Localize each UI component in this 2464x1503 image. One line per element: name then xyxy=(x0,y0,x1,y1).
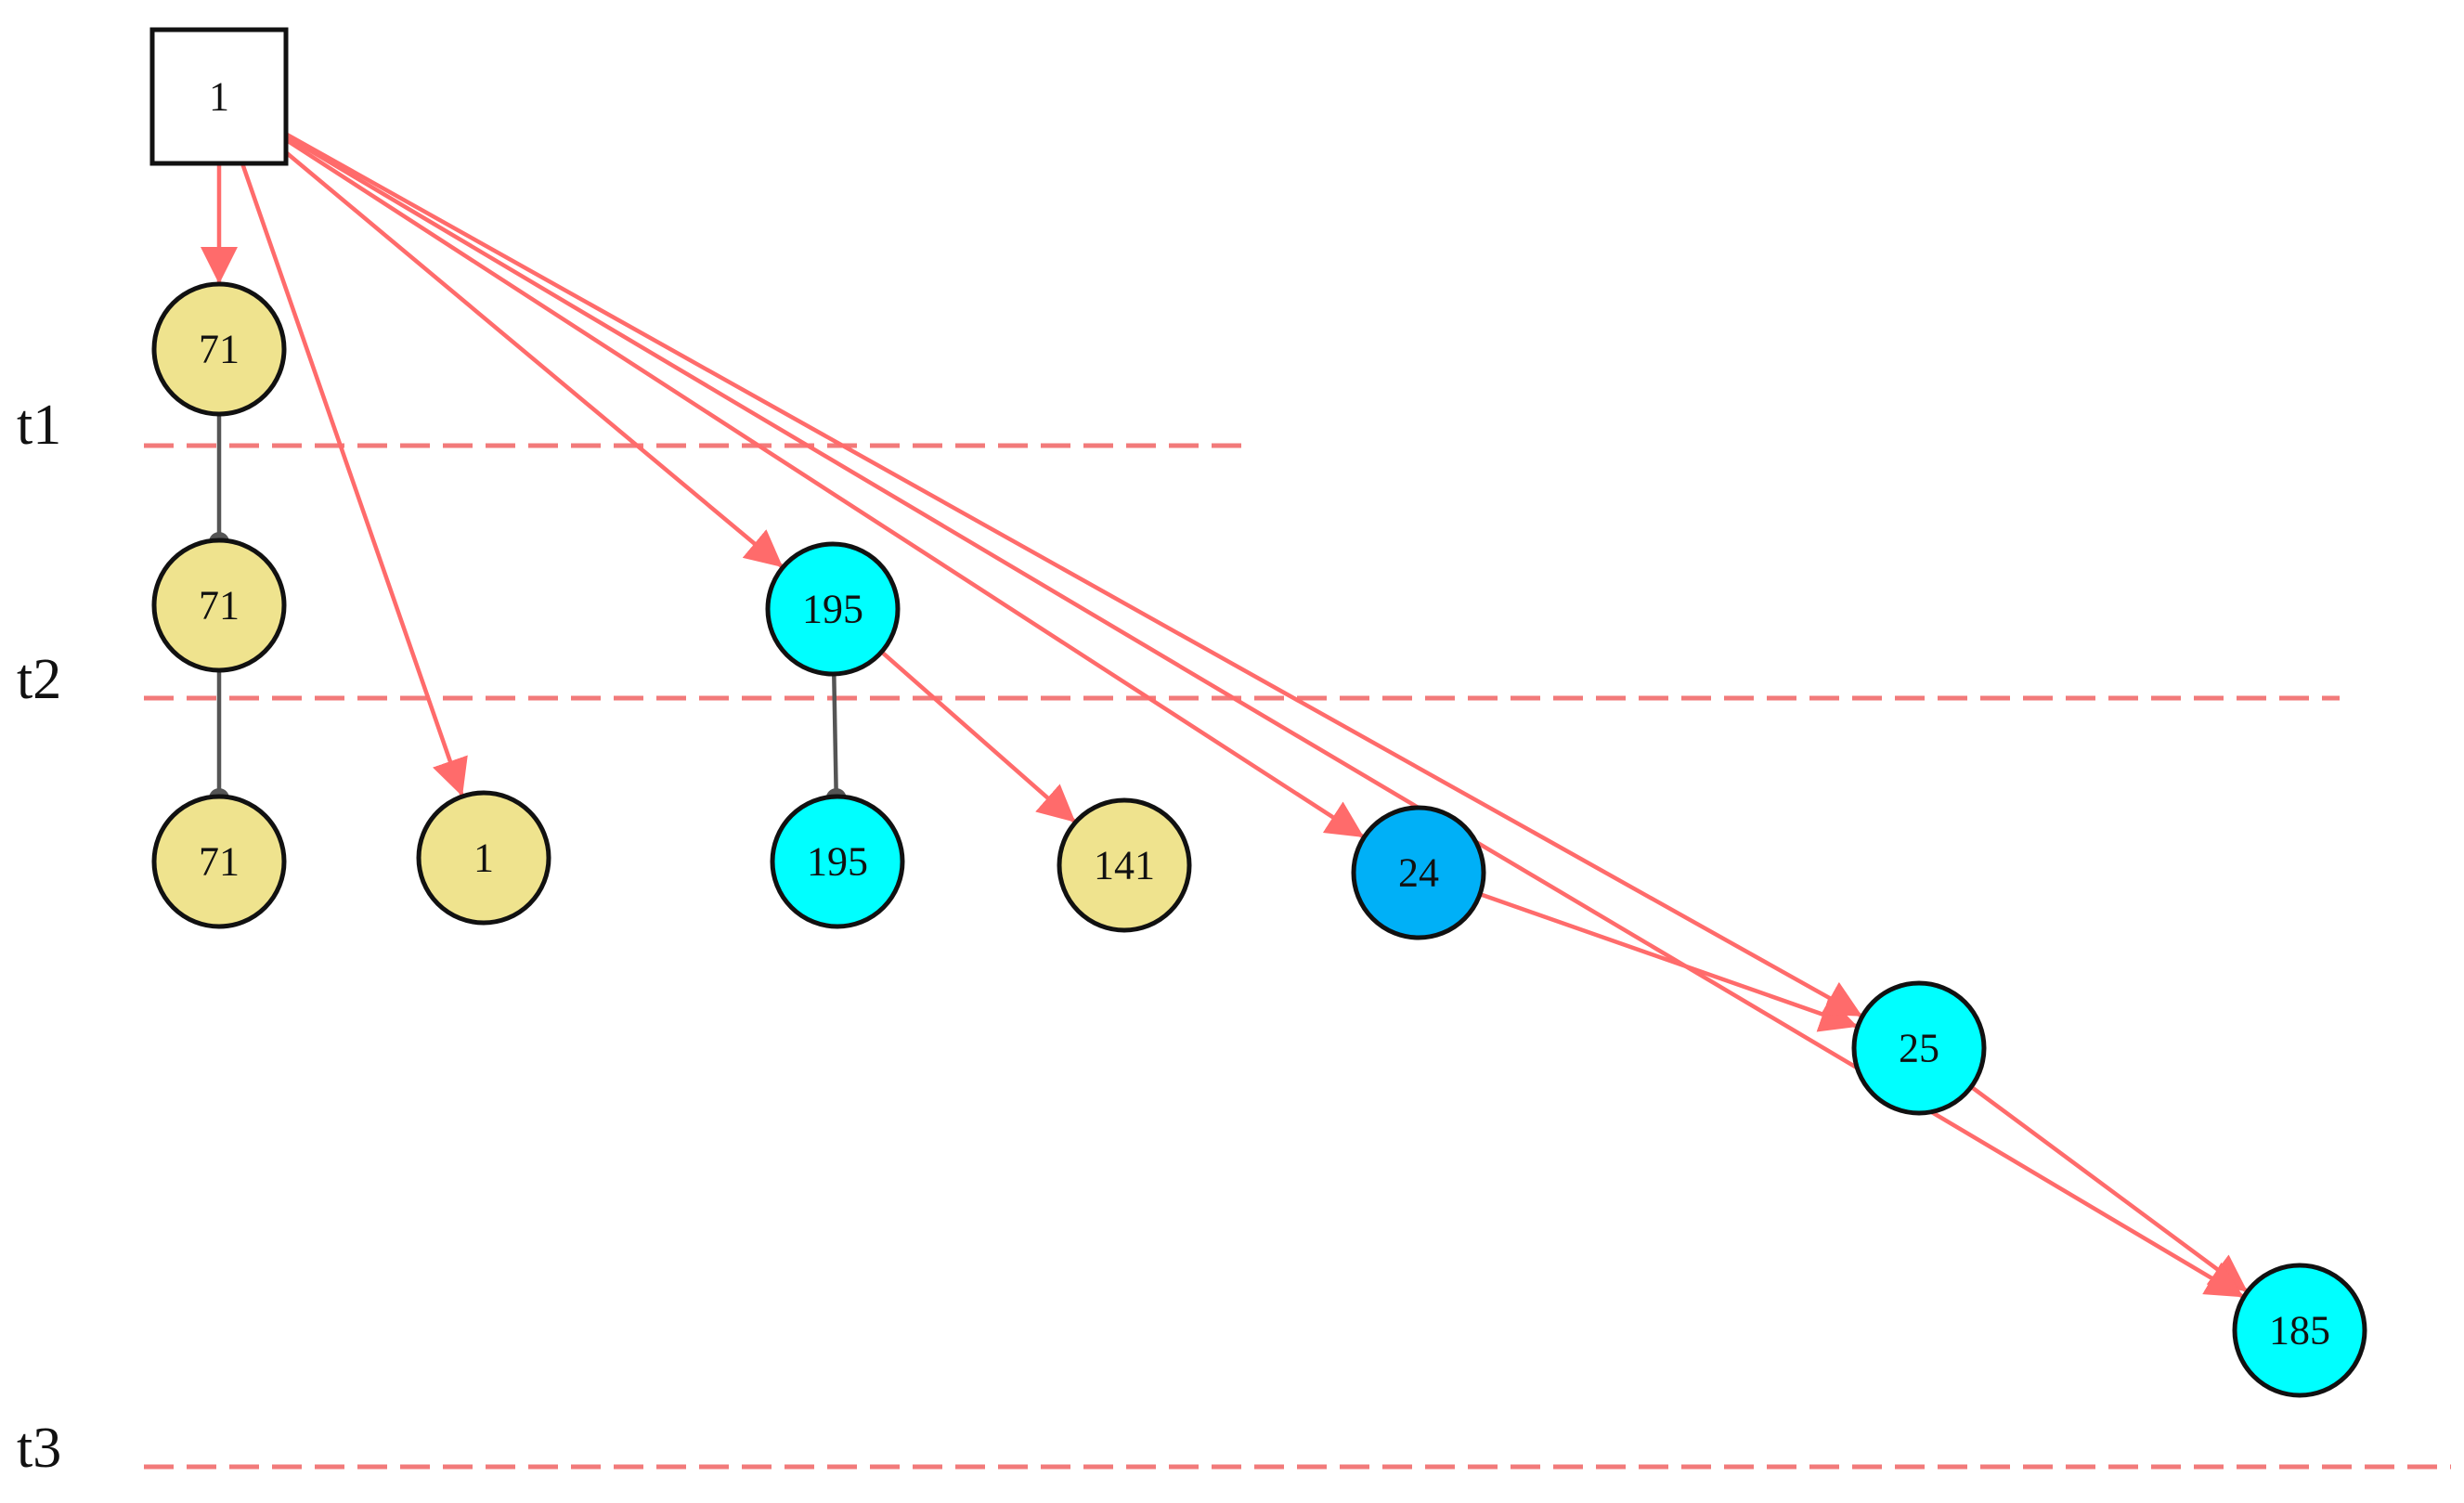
nodes: 1 71 71 195 71 1 195 141 24 25 185 xyxy=(149,27,2367,1398)
node-n24[interactable]: 24 xyxy=(1351,805,1486,940)
node-n185[interactable]: 185 xyxy=(2232,1263,2367,1398)
node-label: 71 xyxy=(199,327,240,372)
time-dividers xyxy=(144,443,2451,1470)
node-label: 185 xyxy=(2269,1308,2330,1354)
node-circle xyxy=(1057,797,1192,933)
node-n71b[interactable]: 71 xyxy=(151,538,287,673)
edge-arrow-root-n25 xyxy=(284,132,1864,1018)
time-label-t2: t2 xyxy=(17,648,61,711)
node-circle xyxy=(1851,980,1987,1116)
node-label: 141 xyxy=(1094,843,1155,888)
edge-continuation-n195a-n195b xyxy=(832,673,838,797)
edge-arrow-root-n195a xyxy=(284,150,785,569)
node-n195a[interactable]: 195 xyxy=(765,541,901,677)
node-label: 71 xyxy=(199,583,240,628)
node-label: 195 xyxy=(802,587,863,632)
edge-arrow-n25-n185 xyxy=(1969,1084,2250,1294)
node-n71a[interactable]: 71 xyxy=(151,281,287,417)
node-label: 1 xyxy=(473,836,494,881)
edge-arrow-n195a-n141 xyxy=(880,650,1077,824)
node-circle xyxy=(1351,805,1486,940)
node-label: 1 xyxy=(209,74,229,120)
time-label-t3: t3 xyxy=(17,1417,61,1480)
node-circle xyxy=(770,794,905,929)
node-n195b[interactable]: 195 xyxy=(770,794,905,929)
node-n1[interactable]: 1 xyxy=(416,790,551,926)
edge-arrow-root-n185 xyxy=(284,134,2245,1300)
node-label: 195 xyxy=(807,839,868,885)
node-circle xyxy=(151,794,287,929)
node-root[interactable]: 1 xyxy=(149,27,289,166)
edge-arrow-root-n1 xyxy=(240,162,468,797)
node-n71c[interactable]: 71 xyxy=(151,794,287,929)
node-n141[interactable]: 141 xyxy=(1057,797,1192,933)
node-circle xyxy=(765,541,901,677)
node-label: 24 xyxy=(1398,850,1439,896)
node-circle xyxy=(151,538,287,673)
node-label: 71 xyxy=(199,839,240,885)
node-n25[interactable]: 25 xyxy=(1851,980,1987,1116)
edges xyxy=(201,132,2250,1300)
edge-arrow-root-n24 xyxy=(284,137,1366,839)
node-square xyxy=(149,27,289,166)
node-circle xyxy=(151,281,287,417)
time-labels: t1 t2 t3 xyxy=(17,394,61,1480)
node-circle xyxy=(416,790,551,926)
edge-arrow-n24-n25 xyxy=(1479,892,1859,1032)
node-circle xyxy=(2232,1263,2367,1398)
time-label-t1: t1 xyxy=(17,394,61,457)
node-label: 25 xyxy=(1899,1026,1939,1071)
